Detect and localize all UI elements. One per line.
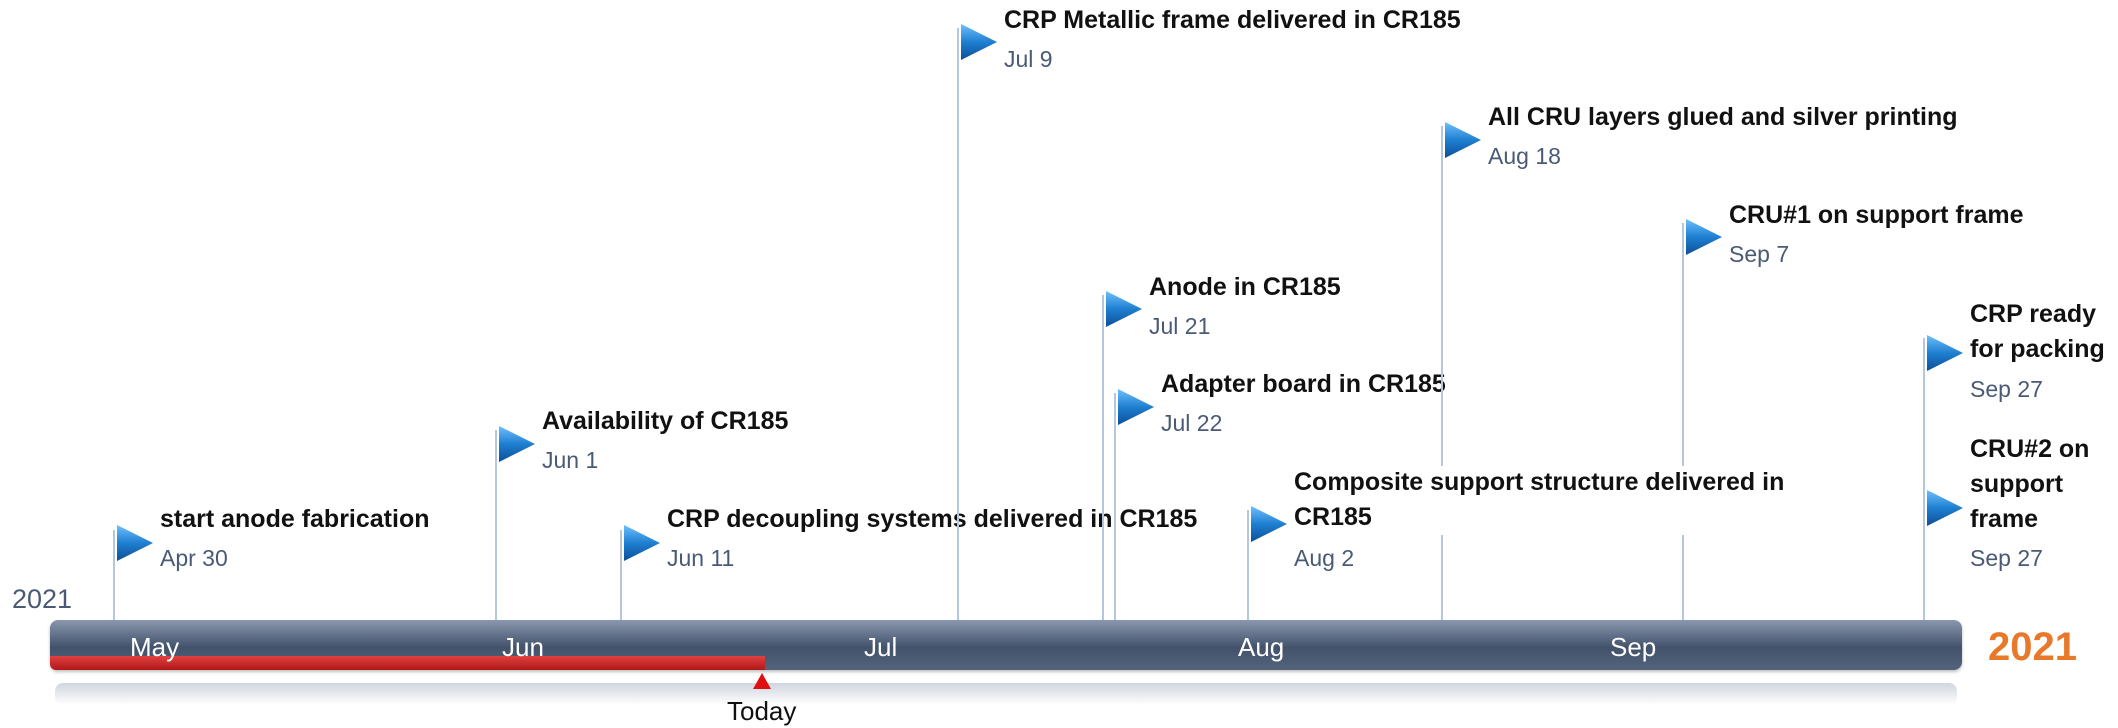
milestone-date: Apr 30 [160, 545, 228, 571]
milestone-stem [1441, 126, 1443, 466]
milestone-title: CRU#1 on support frame [1729, 201, 2024, 229]
milestone-date: Aug 2 [1294, 545, 1355, 571]
milestone-stem [957, 28, 959, 620]
flag-icon [961, 24, 997, 60]
milestone-title: Anode in CR185 [1149, 273, 1341, 301]
month-label-jun: Jun [502, 632, 544, 662]
milestone-title: All CRU layers glued and silver printing [1488, 103, 1958, 131]
today-marker-icon [753, 673, 771, 689]
milestone-stem [113, 530, 115, 620]
flag-icon [624, 525, 660, 561]
milestone-stem [1102, 295, 1104, 620]
milestone-date: Jul 22 [1161, 410, 1223, 436]
month-label-aug: Aug [1238, 632, 1285, 662]
flag-icon [499, 426, 535, 462]
milestone-stem [495, 430, 497, 620]
milestone-date: Sep 27 [1970, 545, 2043, 571]
milestone-title: CRP Metallic frame delivered in CR185 [1004, 6, 1461, 34]
flag-icon [1927, 490, 1963, 526]
milestone-stem [620, 530, 622, 620]
milestone-title: frame [1970, 505, 2039, 533]
timeline-bar-reflection [55, 683, 1957, 705]
milestone-stem [1247, 510, 1249, 620]
milestone-title: support [1970, 470, 2064, 498]
milestone-date: Jul 9 [1004, 46, 1053, 72]
milestone-title: CRU#2 on [1970, 435, 2090, 463]
year-label: 2021 [12, 584, 73, 614]
flag-icon [1106, 291, 1142, 327]
milestone-title: Composite support structure delivered in [1294, 468, 1785, 496]
elapsed-progress-bar [50, 656, 765, 670]
milestone-stem [1682, 223, 1684, 466]
today-label: Today [727, 696, 797, 726]
milestone-date: Aug 18 [1488, 143, 1561, 169]
flag-icon [1118, 389, 1154, 425]
milestone-title: CR185 [1294, 503, 1372, 531]
milestone-title: Availability of CR185 [542, 407, 789, 435]
milestone-title: Adapter board in CR185 [1161, 370, 1446, 398]
milestone-stem [1114, 393, 1116, 620]
milestone-date: Sep 27 [1970, 376, 2043, 402]
flag-icon [1445, 122, 1481, 158]
milestone-date: Jun 1 [542, 447, 599, 473]
milestone-stem [1682, 535, 1684, 620]
milestone-stem [1923, 338, 1925, 620]
year-label-accent: 2021 [1988, 625, 2077, 669]
flag-icon [1251, 506, 1287, 542]
milestone-title: CRP decoupling systems delivered in CR18… [667, 505, 1198, 533]
milestone-title: for packing [1970, 335, 2105, 363]
milestone-date: Sep 7 [1729, 241, 1790, 267]
month-label-sep: Sep [1610, 632, 1657, 662]
flag-icon [1686, 219, 1722, 255]
milestone-date: Jun 11 [667, 545, 735, 571]
milestone-stem [1441, 535, 1443, 620]
milestone-title: CRP ready [1970, 300, 2096, 328]
month-label-jul: Jul [864, 632, 898, 662]
milestone-date: Jul 21 [1149, 313, 1211, 339]
flag-icon [1927, 335, 1963, 371]
month-label-may: May [130, 632, 180, 662]
flag-icon [117, 525, 153, 561]
milestone-title: start anode fabrication [160, 505, 430, 533]
